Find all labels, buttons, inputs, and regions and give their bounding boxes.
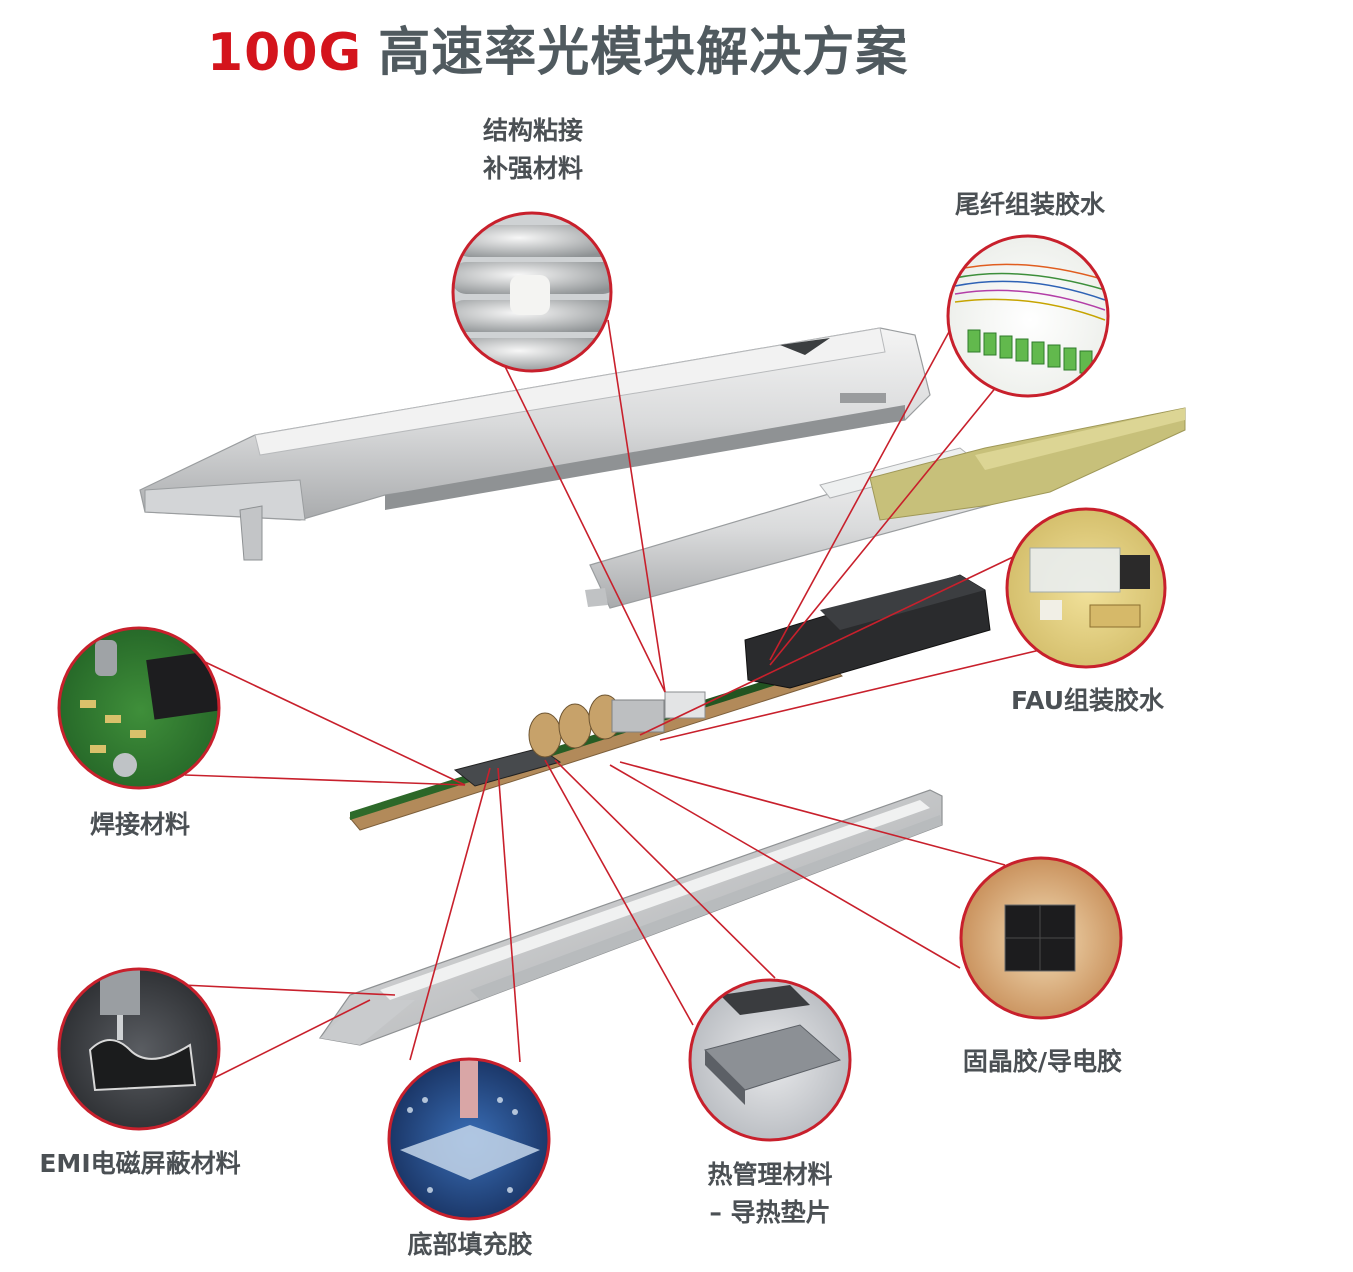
label-thermal-line2: – 导热垫片	[709, 1198, 831, 1227]
leader-lines	[182, 284, 1041, 1081]
title-accent: 100G	[207, 23, 363, 83]
bottom-housing	[318, 789, 943, 1046]
structural-adhesive-circle	[451, 211, 613, 373]
label-underfill: 底部填充胶	[407, 1230, 533, 1259]
label-structural-line1: 结构粘接	[482, 116, 583, 145]
optical-subassemblies	[528, 691, 706, 758]
label-thermal-line1: 热管理材料	[707, 1160, 833, 1189]
solder-material-circle	[57, 626, 221, 790]
thermal-pad-circle	[688, 978, 852, 1142]
fau-glue-circle	[1005, 507, 1167, 669]
label-structural-line2: 补强材料	[482, 154, 583, 183]
label-thermal-management: 热管理材料 – 导热垫片	[690, 1156, 850, 1232]
title-main: 高速率光模块解决方案	[378, 23, 909, 83]
label-die-attach: 固晶胶/导电胶	[962, 1047, 1123, 1076]
label-structural-adhesive: 结构粘接 补强材料	[468, 112, 598, 188]
label-emi-shielding: EMI电磁屏蔽材料	[39, 1149, 241, 1178]
top-housing	[139, 327, 931, 561]
label-fau-glue: FAU组装胶水	[1010, 686, 1165, 715]
emi-shielding-circle	[57, 967, 221, 1131]
label-solder-material: 焊接材料	[89, 810, 190, 839]
pigtail-glue-circle	[946, 234, 1110, 398]
die-attach-circle	[959, 856, 1123, 1020]
mid-body	[585, 407, 1186, 609]
label-pigtail-glue: 尾纤组装胶水	[954, 190, 1105, 219]
pcb-assembly	[349, 574, 991, 831]
underfill-circle	[387, 1057, 551, 1221]
